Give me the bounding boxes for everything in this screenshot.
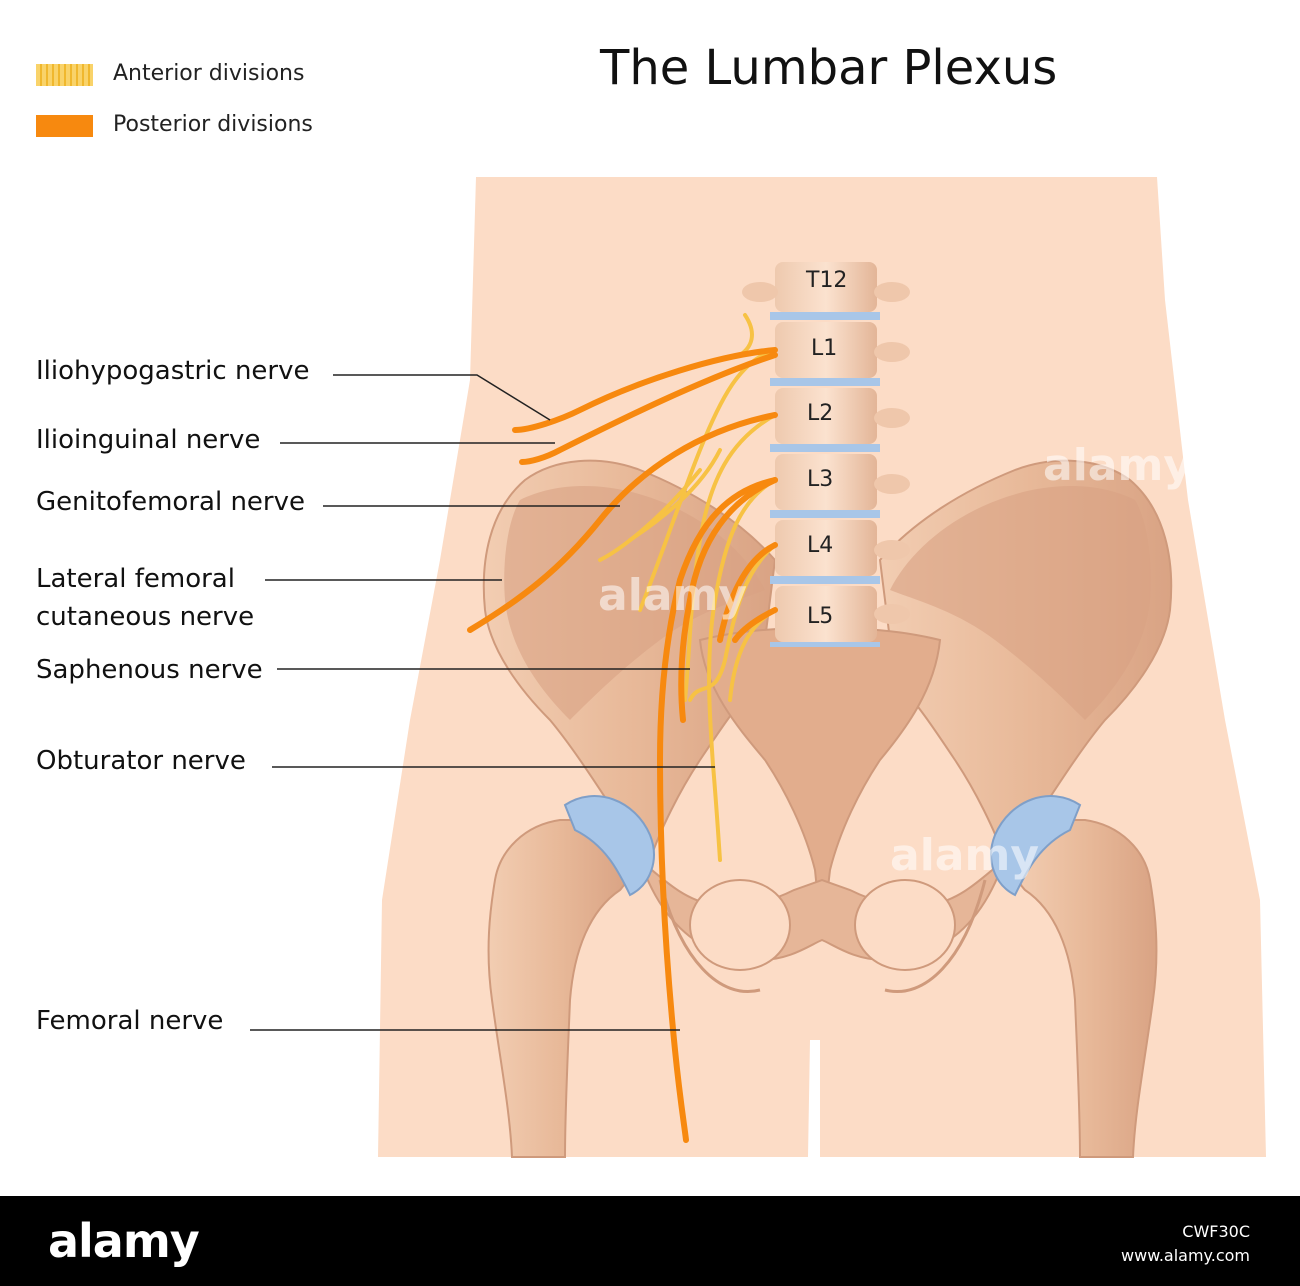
footer-logo[interactable]: alamy [48, 1214, 200, 1268]
label-cutaneous-nerve: cutaneous nerve [36, 602, 255, 632]
left-femur [487, 819, 630, 1158]
vertebra-label-t12: T12 [806, 268, 848, 293]
watermark-right-top: alamy [1043, 440, 1192, 491]
label-saphenous-nerve: Saphenous nerve [36, 655, 263, 685]
legend-label-anterior: Anterior divisions [113, 61, 305, 86]
label-iliohypogastric-nerve: Iliohypogastric nerve [36, 356, 310, 386]
label-genitofemoral-nerve: Genitofemoral nerve [36, 487, 305, 517]
left-hip-cartilage [563, 795, 655, 897]
vertebra-label-l5: L5 [807, 604, 834, 629]
posterior-nerves [467, 347, 778, 1143]
label-femoral-nerve: Femoral nerve [36, 1006, 224, 1036]
page-title: The Lumbar Plexus [600, 40, 1058, 96]
legend-swatch-anterior [36, 64, 93, 86]
vertebra-label-l2: L2 [807, 401, 834, 426]
label-ilioinguinal-nerve: Ilioinguinal nerve [36, 425, 261, 455]
label-lateral-femoral: Lateral femoral [36, 564, 235, 594]
footer-bar: alamy CWF30C www.alamy.com [0, 1196, 1300, 1286]
right-femur [1015, 819, 1158, 1158]
label-obturator-nerve: Obturator nerve [36, 746, 246, 776]
legend-swatch-posterior [36, 115, 93, 137]
right-hip-cartilage [990, 795, 1082, 897]
vertebra-label-l4: L4 [807, 533, 834, 558]
footer-url[interactable]: www.alamy.com [1121, 1246, 1250, 1265]
watermark-left: alamy [598, 570, 747, 621]
vertebra-label-l3: L3 [807, 467, 834, 492]
leader-lines [250, 374, 715, 1031]
vertebral-column [742, 262, 910, 647]
legend-label-posterior: Posterior divisions [113, 112, 313, 137]
watermark-right-bottom: alamy [890, 830, 1039, 881]
footer-image-id: CWF30C [1182, 1222, 1250, 1241]
vertebra-label-l1: L1 [811, 336, 838, 361]
